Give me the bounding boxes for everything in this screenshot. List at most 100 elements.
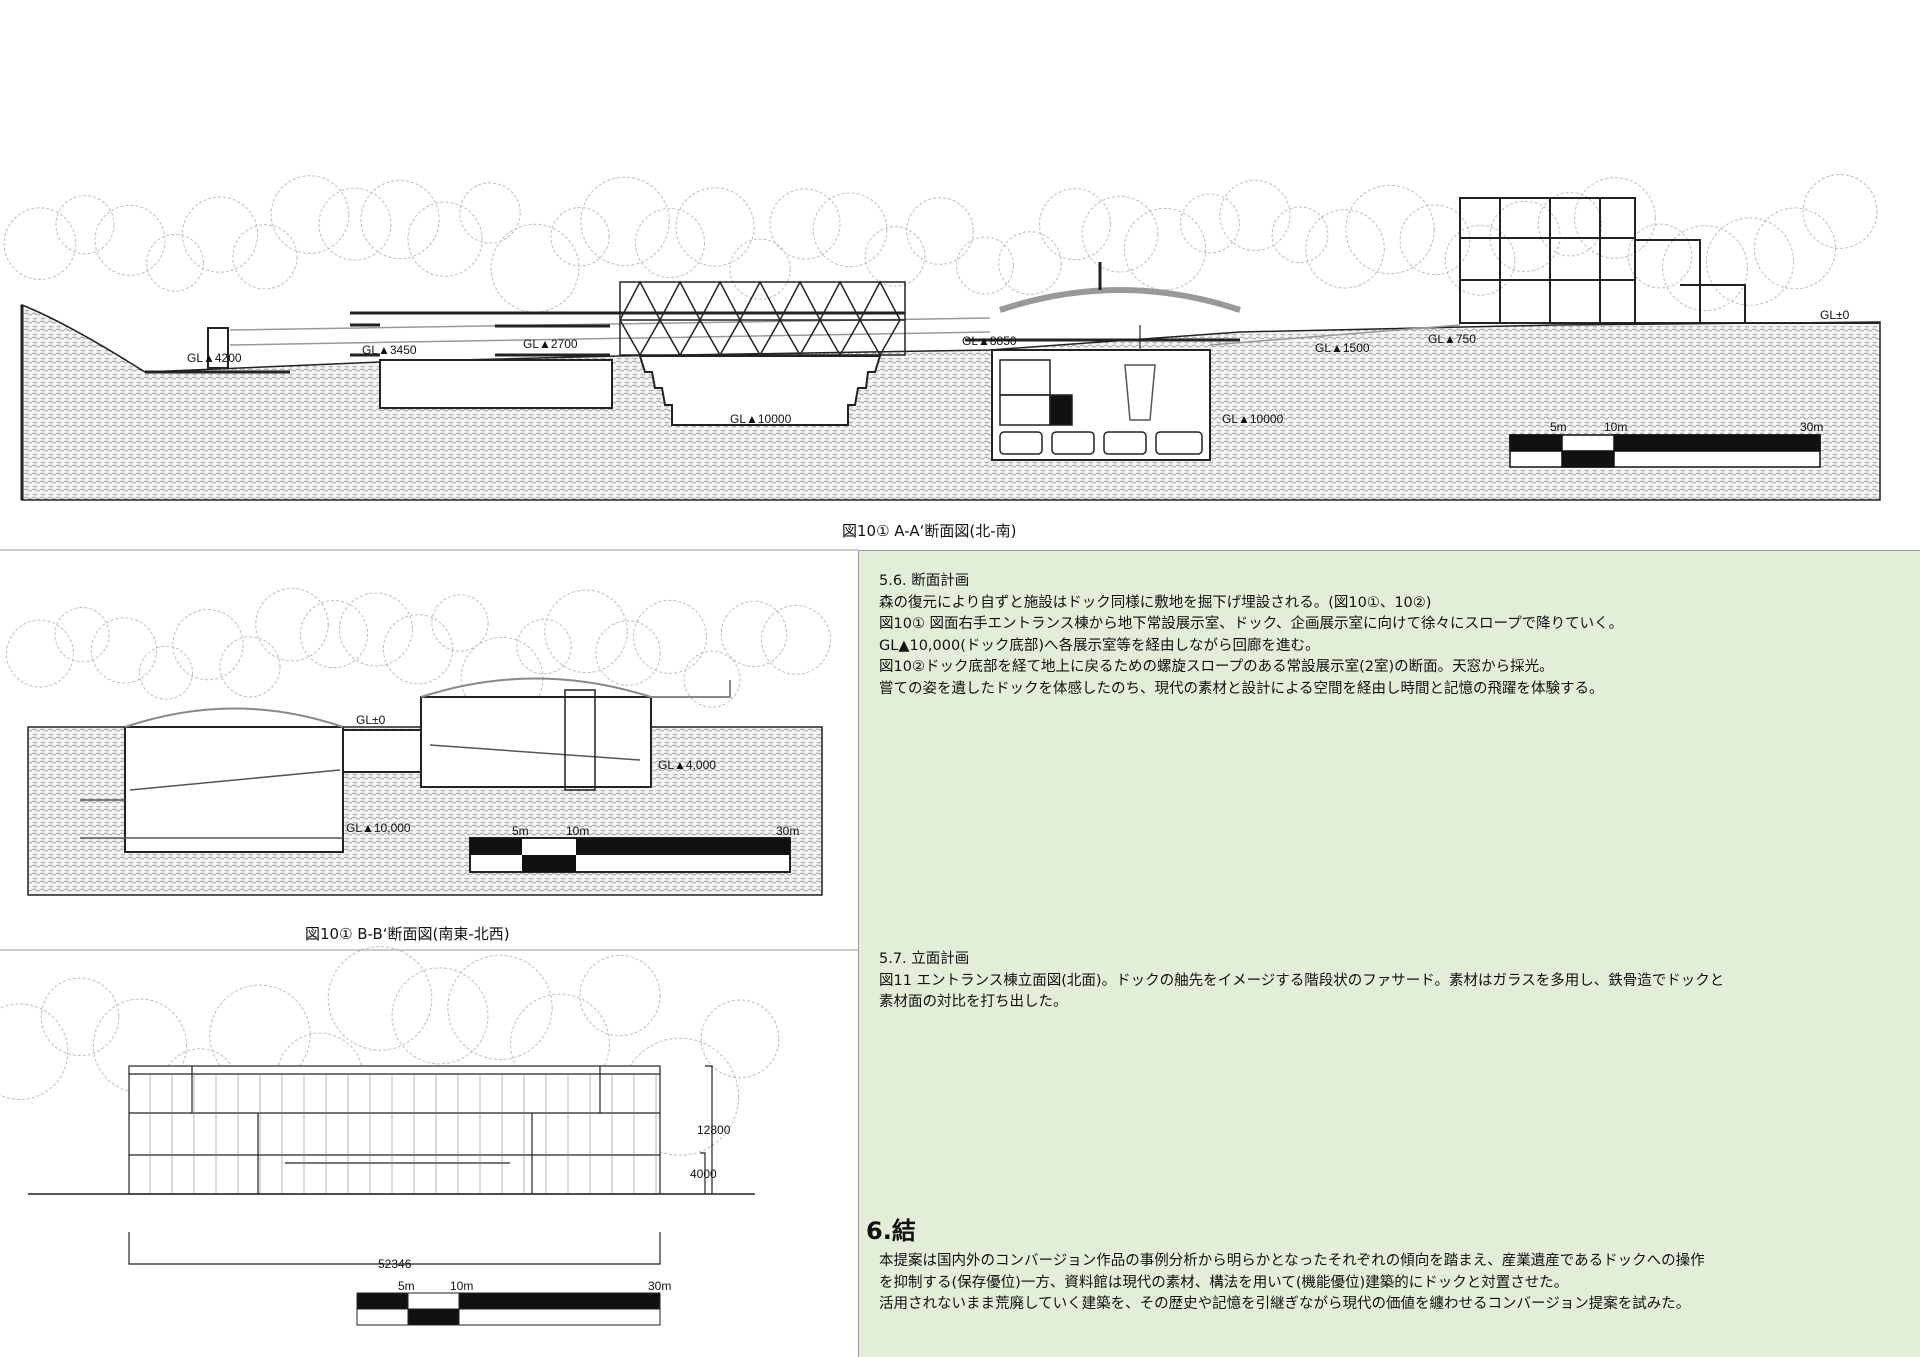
spiral-core xyxy=(564,689,596,791)
dock-stepped xyxy=(638,355,882,426)
roof-lines xyxy=(124,677,731,728)
section-5-6: 5.6. 断面計画 森の復元により自ずと施設はドック同様に敷地を掘下げ埋設される… xyxy=(879,571,1623,700)
tree-canopy xyxy=(1219,179,1291,252)
section-6: 本提案は国内外のコンバージョン作品の事例分析から明らかとなったそれぞれの傾向を踏… xyxy=(879,1251,1705,1316)
trees-background-aa xyxy=(3,173,1878,313)
paragraph-line: 本提案は国内外のコンバージョン作品の事例分析から明らかとなったそれぞれの傾向を踏… xyxy=(879,1253,1705,1269)
tree-canopy xyxy=(55,195,115,255)
tree-canopy xyxy=(407,201,483,277)
tree-canopy xyxy=(1345,184,1435,275)
tree-canopy xyxy=(516,618,572,675)
tree-canopy xyxy=(812,192,888,268)
tree-canopy xyxy=(327,946,433,1051)
tree-canopy xyxy=(1705,217,1795,306)
paragraph-line: 図11 エントランス棟立面図(北面)。ドックの舳先をイメージする階段状のファサー… xyxy=(879,972,1725,989)
dimension-lines xyxy=(128,1065,713,1265)
tree-canopy xyxy=(544,589,628,674)
tree-canopy xyxy=(232,224,298,290)
tree-canopy xyxy=(1081,195,1159,273)
truss-bridge xyxy=(619,280,906,357)
paragraph-line: GL▲10,000(ドック底部)へ各展示室等を経由しながら回廊を進む。 xyxy=(879,637,1320,654)
caption-section-aa: 図10① A-A‘断面図(北-南) xyxy=(842,522,1017,540)
tree-canopy xyxy=(382,614,454,685)
soil-mass xyxy=(21,303,1881,501)
exhibition-room-2 xyxy=(420,696,652,788)
scale-bar-aa xyxy=(1509,434,1821,468)
level-label: GL▲10000 xyxy=(1222,412,1284,426)
tree-canopy xyxy=(700,999,780,1079)
tree-canopy xyxy=(391,967,489,1065)
tree-canopy xyxy=(1537,191,1603,257)
dome-roof xyxy=(999,287,1241,313)
tree-canopy xyxy=(1754,207,1836,290)
tree-canopy xyxy=(729,238,791,300)
tree-canopy xyxy=(633,599,707,674)
level-label: GL▲750 xyxy=(1428,332,1476,346)
tree-canopy xyxy=(447,954,553,1061)
tree-canopy xyxy=(138,645,194,700)
scale-label: 10m xyxy=(1604,420,1627,434)
level-label: GL▲3450 xyxy=(362,343,417,357)
tree-canopy xyxy=(209,984,311,1086)
exhibition-room xyxy=(379,359,613,409)
tree-canopy xyxy=(906,197,974,265)
tree-canopy xyxy=(92,998,188,1093)
tree-canopy xyxy=(1123,208,1207,291)
level-label: GL±0 xyxy=(1820,308,1850,322)
paragraph-line: 図10① 図面右手エントランス棟から地下常設展示室、ドック、企画展示室に向けて徐… xyxy=(879,616,1624,632)
scale-label: 10m xyxy=(450,1279,473,1293)
tree-canopy xyxy=(1662,225,1748,312)
paragraph-line: 素材面の対比を打ち出した。 xyxy=(879,994,1068,1010)
tree-canopy xyxy=(490,223,580,313)
tree-canopy xyxy=(3,207,77,280)
scale-label: 10m xyxy=(566,824,589,838)
ramps xyxy=(80,744,641,839)
paragraph-line: 図10②ドック底部を経て地上に戻るための螺旋スロープのある常設展示室(2室)の断… xyxy=(879,659,1554,675)
level-label: GL▲1500 xyxy=(1315,341,1370,355)
tree-canopy xyxy=(580,176,670,267)
tree-canopy xyxy=(620,1037,740,1156)
section-bb-drawing: GL±0 GL▲4,000 GL▲10,000 5m 10m 30m xyxy=(27,677,823,896)
pavilion-left xyxy=(207,327,229,369)
corridor xyxy=(342,729,422,773)
scale-label: 5m xyxy=(512,824,529,838)
tree-canopy xyxy=(181,196,259,273)
text-panel: 5.6. 断面計画 森の復元により自ずと施設はドック同様に敷地を掘下げ埋設される… xyxy=(858,550,1920,1357)
section-heading: 5.7. 立面計画 xyxy=(879,951,970,967)
level-label: GL▲10,000 xyxy=(346,821,411,835)
roof-slab xyxy=(350,311,905,357)
tree-canopy xyxy=(360,179,440,260)
width-dimension: 52346 xyxy=(378,1257,412,1271)
tree-canopy xyxy=(431,594,489,652)
tree-canopy xyxy=(761,604,831,675)
section-aa-drawing: GL▲4200 GL▲3450 GL▲2700 GL▲8850 GL▲10000… xyxy=(20,197,1881,501)
ground-slab xyxy=(20,305,290,500)
tree-canopy xyxy=(720,600,788,668)
tree-canopy xyxy=(459,182,521,244)
tree-canopy xyxy=(550,206,610,267)
tree-canopy xyxy=(1444,224,1516,296)
paragraph-line: 嘗ての姿を遺したドックを体感したのち、現代の素材と設計による空間を経由し時間と記… xyxy=(879,680,1604,697)
scale-label: 5m xyxy=(1550,420,1567,434)
tree-canopy xyxy=(1180,193,1240,254)
tree-canopy xyxy=(1489,200,1561,272)
tree-canopy xyxy=(1802,173,1878,249)
paragraph-line: 活用されないまま荒廃していく建築を、その歴史や記憶を引継ぎながら現代の価値を纏わ… xyxy=(879,1296,1691,1312)
tree-canopy xyxy=(998,231,1062,295)
paragraph-line: を抑制する(保存優位)一方、資料館は現代の素材、構法を用いて(機能優位)建築的に… xyxy=(879,1274,1569,1291)
tree-canopy xyxy=(90,617,158,684)
level-label: GL±0 xyxy=(356,713,386,727)
tree-canopy xyxy=(1399,204,1471,276)
dome-platform xyxy=(965,262,1240,342)
tree-canopy xyxy=(146,233,204,292)
tree-canopy xyxy=(339,592,413,667)
tree-canopy xyxy=(683,650,741,708)
tree-canopy xyxy=(318,187,392,261)
tree-canopy xyxy=(40,977,120,1057)
tree-canopy xyxy=(54,606,110,663)
tree-canopy xyxy=(1271,206,1329,264)
level-label: GL▲8850 xyxy=(962,334,1017,348)
height-dimension: 12800 xyxy=(697,1123,731,1137)
tree-canopy xyxy=(1039,188,1111,261)
scale-label: 30m xyxy=(1800,420,1823,434)
